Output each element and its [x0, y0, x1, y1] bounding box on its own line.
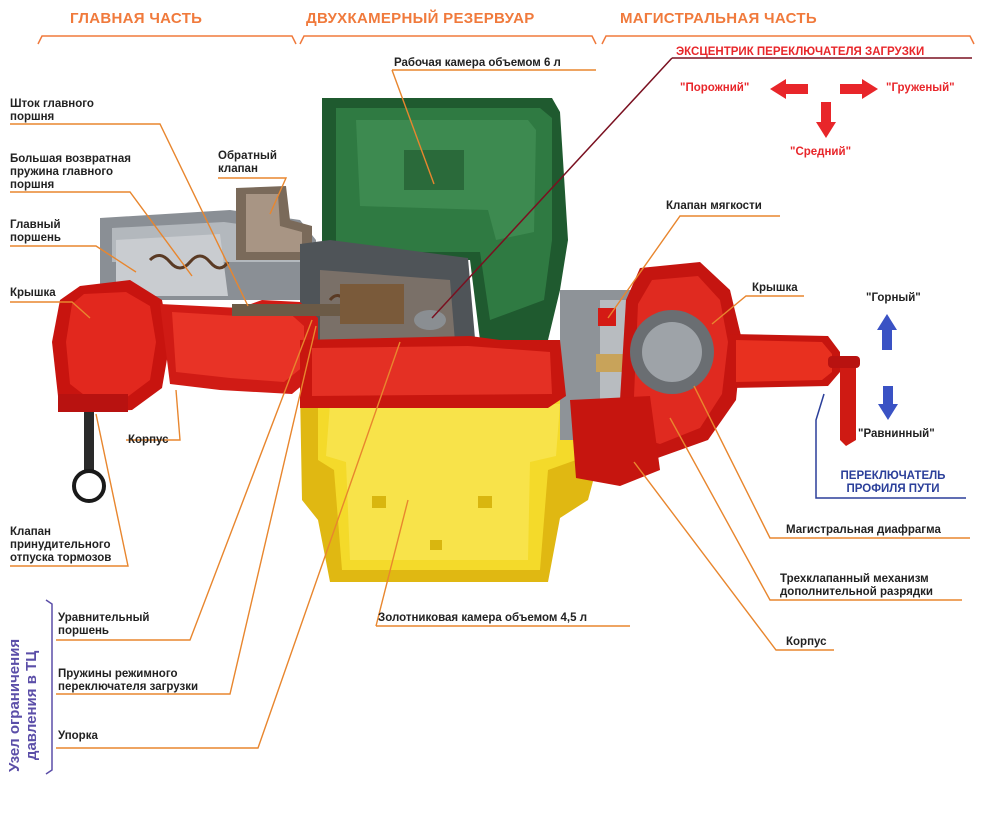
label-pressure-limit-line2: давления в ТЦ: [23, 650, 40, 761]
label-profile-switch-line2: ПРОФИЛЯ ПУТИ: [846, 483, 940, 495]
label-check-valve-line1: Обратный: [218, 150, 277, 162]
label-spring-line2: пружина главного: [10, 166, 114, 178]
label-spring-line3: поршня: [10, 179, 55, 191]
label-loaded-mode: "Груженый": [886, 82, 955, 94]
label-main-piston-line2: поршень: [10, 232, 61, 244]
label-mode-springs-line1: Пружины режимного: [58, 668, 178, 680]
label-main-piston-line1: Главный: [10, 219, 61, 231]
label-cover-right: Крышка: [752, 282, 798, 294]
release-valve-ring: [72, 412, 106, 503]
device-illustration: [52, 98, 860, 582]
label-main-piston: Главный поршень: [10, 219, 61, 245]
label-three-valve-line1: Трехклапанный механизм: [780, 573, 929, 585]
profile-switch-arrows: [877, 314, 898, 420]
label-release-line2: принудительного: [10, 539, 111, 551]
label-main-diaphragm: Магистральная диафрагма: [786, 524, 941, 536]
load-switch-arrows: [770, 79, 878, 138]
label-mode-springs: Пружины режимного переключателя загрузки: [58, 668, 198, 694]
label-check-valve: Обратный клапан: [218, 150, 277, 176]
arrow-down-blue-icon: [878, 386, 898, 420]
label-release-line1: Клапан: [10, 526, 52, 538]
body-red: [52, 262, 860, 486]
label-three-valve-line2: дополнительной разрядки: [780, 586, 933, 598]
label-mountain-mode: "Горный": [866, 292, 921, 304]
label-mode-springs-line2: переключателя загрузки: [58, 681, 199, 693]
label-release-valve: Клапан принудительного отпуска тормозов: [10, 526, 111, 565]
label-three-valve: Трехклапанный механизм дополнительной ра…: [780, 573, 933, 599]
label-eq-piston-line2: поршень: [58, 625, 109, 637]
label-soft-valve: Клапан мягкости: [666, 200, 762, 212]
label-body-right: Корпус: [786, 636, 827, 648]
spool-chamber-yellow: [300, 390, 596, 582]
pressure-limit-bracket: [45, 599, 53, 775]
label-eq-piston-line1: Уравнительный: [58, 612, 150, 624]
section-main-part: ГЛАВНАЯ ЧАСТЬ: [70, 10, 203, 27]
label-eccentric-title: ЭКСЦЕНТРИК ПЕРЕКЛЮЧАТЕЛЯ ЗАГРУЗКИ: [676, 46, 925, 58]
section-brackets: [37, 35, 975, 45]
label-return-spring: Большая возвратная пружина главного порш…: [10, 153, 131, 192]
label-spring-line1: Большая возвратная: [10, 153, 131, 165]
work-chamber-green: [322, 98, 568, 340]
label-check-valve-line2: клапан: [218, 163, 258, 175]
arrow-left-icon: [770, 79, 808, 99]
label-rod-line1: Шток главного: [10, 98, 94, 110]
label-work-chamber: Рабочая камера объемом 6 л: [394, 57, 561, 69]
arrow-down-icon: [816, 102, 836, 138]
section-line-part: МАГИСТРАЛЬНАЯ ЧАСТЬ: [620, 10, 817, 27]
label-plain-mode: "Равнинный": [858, 428, 935, 440]
rods: [232, 284, 446, 330]
label-empty-mode: "Порожний": [680, 82, 750, 94]
label-pressure-limit-line1: Узел ограничения: [6, 638, 23, 772]
label-pressure-limit-node: Узел ограничения давления в ТЦ: [6, 639, 40, 772]
label-rod: Шток главного поршня: [10, 98, 94, 124]
arrow-up-icon: [877, 314, 897, 350]
label-spool-chamber: Золотниковая камера объемом 4,5 л: [378, 612, 588, 624]
label-profile-switch: ПЕРЕКЛЮЧАТЕЛЬ ПРОФИЛЯ ПУТИ: [818, 470, 968, 496]
label-stop: Упорка: [58, 730, 98, 742]
label-rod-line2: поршня: [10, 111, 55, 123]
arrow-right-icon: [840, 79, 878, 99]
label-medium-mode: "Средний": [790, 146, 852, 158]
label-cover-left: Крышка: [10, 287, 56, 299]
eccentric-pointer-line: [431, 57, 673, 319]
label-body-left: Корпус: [128, 434, 169, 446]
label-equalizing-piston: Уравнительный поршень: [58, 612, 149, 638]
label-profile-switch-line1: ПЕРЕКЛЮЧАТЕЛЬ: [840, 470, 946, 482]
profile-switch-pointer: [815, 393, 966, 499]
label-release-line3: отпуска тормозов: [10, 552, 112, 564]
section-reservoir: ДВУХКАМЕРНЫЙ РЕЗЕРВУАР: [306, 10, 535, 27]
leader-lines: [10, 69, 970, 749]
